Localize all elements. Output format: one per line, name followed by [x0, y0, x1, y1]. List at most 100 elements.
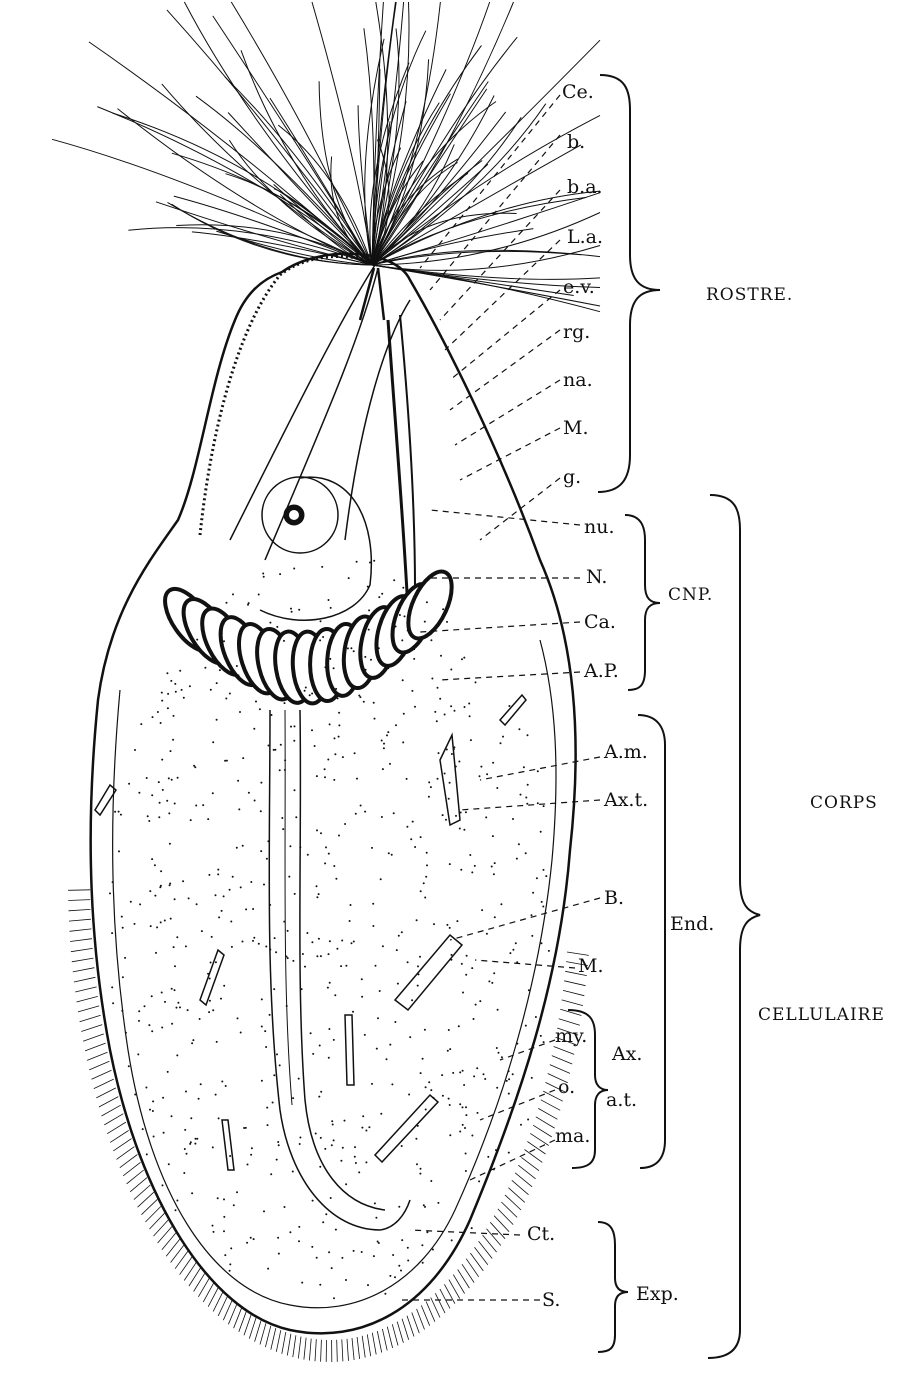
stipple-dot — [424, 1206, 426, 1208]
stipple-dot — [459, 1131, 461, 1133]
stipple-dot — [263, 1210, 265, 1212]
stipple-dot — [209, 1000, 211, 1002]
fringe-cilium — [110, 1130, 129, 1142]
stipple-dot — [463, 657, 465, 659]
stipple-dot — [478, 1180, 480, 1182]
stipple-dot — [354, 1156, 356, 1158]
stipple-dot — [188, 897, 190, 899]
stipple-dot — [448, 798, 450, 800]
stipple-dot — [359, 696, 361, 698]
stipple-dot — [121, 1010, 123, 1012]
stipple-dot — [433, 1097, 435, 1099]
fringe-cilium — [552, 1056, 572, 1064]
stipple-dot — [362, 1115, 364, 1117]
stipple-dot — [413, 645, 415, 647]
stipple-dot — [423, 1204, 425, 1206]
stipple-dot — [221, 910, 223, 912]
stipple-dot — [122, 927, 124, 929]
stipple-dot — [446, 924, 448, 926]
stipple-dot — [491, 982, 493, 984]
crystal-6 — [500, 695, 526, 725]
cortex-layer — [113, 640, 556, 1308]
stipple-dot — [353, 941, 355, 943]
stipple-dot — [541, 942, 543, 944]
stipple-dot — [124, 957, 126, 959]
fringe-cilium — [72, 958, 94, 962]
stipple-dot — [440, 655, 442, 657]
stipple-dot — [492, 762, 494, 764]
stipple-dot — [276, 626, 278, 628]
stipple-dot — [230, 921, 232, 923]
cilium — [231, 2, 372, 265]
stipple-dot — [151, 995, 153, 997]
stipple-dot — [473, 1075, 475, 1077]
stipple-dot — [389, 1275, 391, 1277]
label-na: na. — [563, 369, 593, 391]
stipple-dot — [189, 1143, 191, 1145]
stipple-dot — [531, 935, 533, 937]
stipple-dot — [283, 921, 285, 923]
stipple-dot — [160, 885, 162, 887]
stipple-dot — [301, 988, 303, 990]
stipple-dot — [540, 831, 542, 833]
stipple-dot — [409, 1036, 411, 1038]
stipple-dot — [506, 1080, 508, 1082]
stipple-dot — [277, 1237, 279, 1239]
stipple-dot — [537, 802, 539, 804]
stipple-dot — [485, 816, 487, 818]
stipple-dot — [263, 884, 265, 886]
stipple-dot — [145, 1087, 147, 1089]
stipple-dot — [147, 815, 149, 817]
stipple-dot — [433, 923, 435, 925]
stipple-dot — [374, 718, 376, 720]
stipple-dot — [493, 873, 495, 875]
stipple-dot — [426, 852, 428, 854]
stipple-dot — [381, 740, 383, 742]
stipple-dot — [486, 773, 488, 775]
stipple-dot — [304, 966, 306, 968]
stipple-dot — [191, 1192, 193, 1194]
stipple-dot — [501, 1056, 503, 1058]
stipple-dot — [463, 829, 465, 831]
stipple-dot — [387, 667, 389, 669]
fringe-cilium — [78, 1006, 99, 1012]
stipple-dot — [324, 1148, 326, 1150]
stipple-dot — [299, 1137, 301, 1139]
stipple-dot — [399, 614, 401, 616]
stipple-dot — [475, 1004, 477, 1006]
stipple-dot — [215, 961, 217, 963]
stipple-dot — [299, 846, 301, 848]
stipple-dot — [311, 693, 313, 695]
stipple-dot — [408, 1094, 410, 1096]
stipple-dot — [527, 1119, 529, 1121]
stipple-dot — [294, 725, 296, 727]
fringe-cilium — [75, 987, 96, 992]
stipple-dot — [212, 792, 214, 794]
stipple-dot — [333, 779, 335, 781]
stipple-dot — [465, 1106, 467, 1108]
stipple-dot — [407, 630, 409, 632]
stipple-dot — [355, 813, 357, 815]
stipple-dot — [212, 1009, 214, 1011]
stipple-dot — [330, 607, 332, 609]
stipple-dot — [442, 1095, 444, 1097]
fringe-cilium — [387, 1327, 392, 1348]
stipple-dot — [268, 745, 270, 747]
stipple-dot — [449, 927, 451, 929]
stipple-dot — [328, 1028, 330, 1030]
stipple-dot — [223, 895, 225, 897]
stipple-dot — [395, 724, 397, 726]
stipple-dot — [523, 766, 525, 768]
stipple-dot — [289, 1231, 291, 1233]
stipple-dot — [232, 593, 234, 595]
label-m1: M. — [563, 417, 589, 439]
label-ba: b.a. — [567, 176, 603, 198]
stipple-dot — [216, 719, 218, 721]
stipple-dot — [407, 1260, 409, 1262]
stipple-dot — [451, 1239, 453, 1241]
stipple-dot — [291, 611, 293, 613]
stipple-dot — [428, 796, 430, 798]
stipple-dot — [493, 972, 495, 974]
brace-exp — [598, 1222, 628, 1352]
stipple-dot — [401, 1239, 403, 1241]
